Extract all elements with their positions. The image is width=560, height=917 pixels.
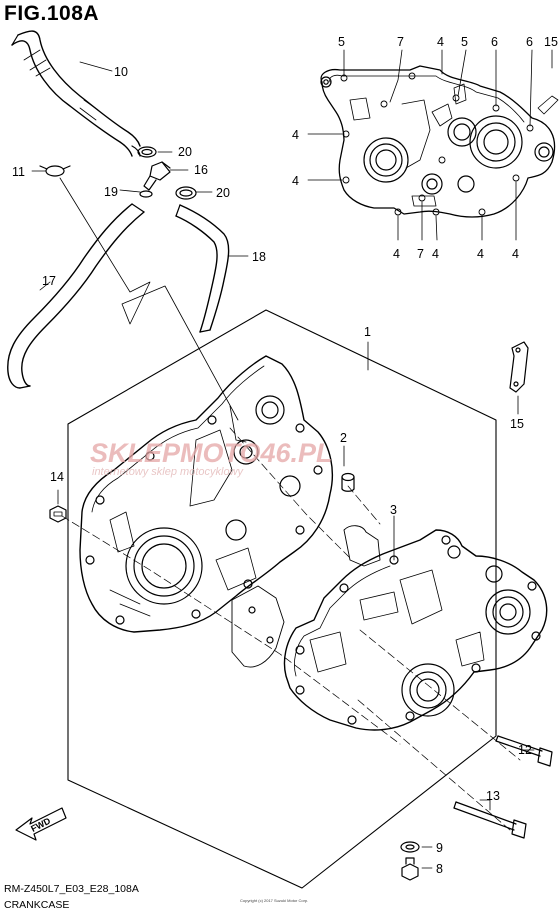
callout-7-top[interactable]: 7	[397, 35, 404, 49]
breather-hose-10[interactable]	[11, 30, 141, 157]
crankcase-bolt-12[interactable]	[495, 735, 553, 767]
crankcase-left-half[interactable]	[79, 355, 333, 633]
callout-14[interactable]: 14	[50, 470, 64, 484]
breather-bracket-15[interactable]	[509, 341, 529, 393]
exploded-view-boundary	[67, 309, 497, 889]
hose-leader-lines	[31, 61, 249, 421]
callout-20-upper[interactable]: 20	[178, 145, 192, 159]
callout-15-bracket[interactable]: 15	[510, 417, 524, 431]
dowel-pin-2[interactable]	[341, 472, 355, 492]
callout-19[interactable]: 19	[104, 185, 118, 199]
callout-6-right[interactable]: 6	[526, 35, 533, 49]
callout-1[interactable]: 1	[364, 325, 371, 339]
callout-3[interactable]: 3	[390, 503, 397, 517]
watermark-tagline: internetowy sklep motocyklowy	[92, 466, 244, 478]
bolt-position-leader-lines	[307, 49, 553, 241]
hose-clamp-20-lower[interactable]	[175, 186, 197, 200]
hose-joint-16[interactable]	[143, 161, 171, 191]
callout-15-top[interactable]: 15	[544, 35, 558, 49]
model-code: RM-Z450L7_E03_E28_108A	[4, 883, 139, 895]
watermark-brand: SKLEPMOTO46.PL	[90, 438, 333, 468]
callout-6-left[interactable]: 6	[491, 35, 498, 49]
callout-4-bottom-2[interactable]: 4	[432, 247, 439, 261]
callout-4-left-lower[interactable]: 4	[292, 174, 299, 188]
callout-4-bottom-4[interactable]: 4	[512, 247, 519, 261]
crankcase-right-half[interactable]	[283, 525, 548, 731]
callout-7-bottom[interactable]: 7	[417, 247, 424, 261]
callout-13[interactable]: 13	[486, 789, 500, 803]
callout-5-right[interactable]: 5	[461, 35, 468, 49]
callout-4-left-upper[interactable]: 4	[292, 128, 299, 142]
section-name: CRANKCASE	[4, 899, 70, 911]
crankcase-gasket[interactable]	[231, 585, 285, 668]
crankcase-bolt-13[interactable]	[453, 801, 527, 839]
breather-hose-18[interactable]	[175, 204, 230, 333]
callout-10[interactable]: 10	[114, 65, 128, 79]
callout-4-bottom-3[interactable]: 4	[477, 247, 484, 261]
callout-2[interactable]: 2	[340, 431, 347, 445]
callout-9[interactable]: 9	[436, 841, 443, 855]
breather-hose-17[interactable]	[7, 203, 145, 389]
copyright-notice: Copyright (c) 2017 Suzuki Motor Corp.	[240, 898, 309, 903]
callout-16[interactable]: 16	[194, 163, 208, 177]
callout-4-bottom-1[interactable]: 4	[393, 247, 400, 261]
assembly-dashed-lines	[61, 427, 521, 831]
forward-direction-arrow	[15, 807, 67, 841]
hose-clamp-20-upper[interactable]	[137, 146, 157, 158]
callout-labels: 10 11 20 16 19 20 18 17 5 7 4 5 6 6 15 4…	[12, 35, 558, 876]
callout-20-lower[interactable]: 20	[216, 186, 230, 200]
hose-clamp-19[interactable]	[139, 190, 153, 198]
drain-bolt-8[interactable]	[401, 857, 419, 881]
callout-12[interactable]: 12	[518, 743, 532, 757]
washer-9[interactable]	[400, 841, 420, 853]
callout-11[interactable]: 11	[12, 165, 25, 179]
plug-cap-14[interactable]	[49, 505, 67, 523]
callout-5-left[interactable]: 5	[338, 35, 345, 49]
callout-8[interactable]: 8	[436, 862, 443, 876]
crankcase-bolt-position-view	[320, 65, 559, 218]
callout-17[interactable]: 17	[42, 274, 56, 288]
callout-4-top[interactable]: 4	[437, 35, 444, 49]
figure-title: FIG.108A	[4, 2, 100, 25]
main-leader-lines	[57, 341, 535, 869]
callout-18[interactable]: 18	[252, 250, 266, 264]
